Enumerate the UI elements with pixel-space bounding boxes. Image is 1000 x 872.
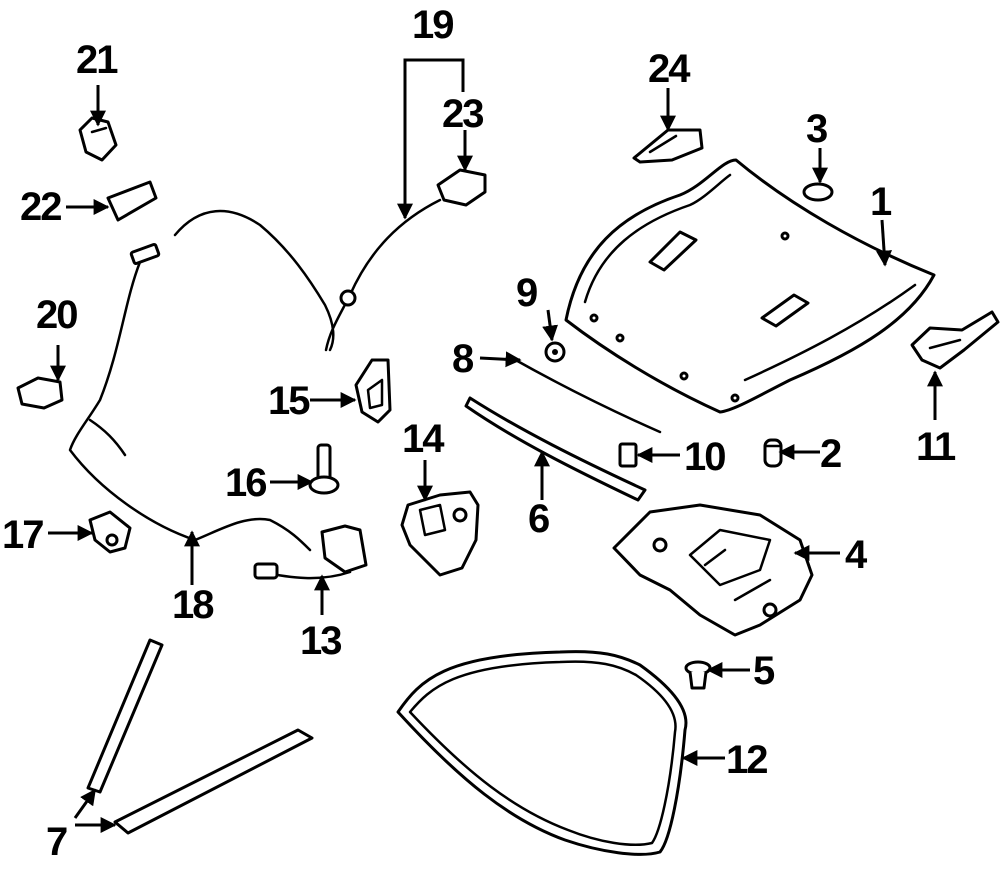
callout-1: 1 (870, 180, 892, 224)
bumper-2-part (763, 438, 783, 468)
callout-6: 6 (528, 497, 549, 541)
striker-part (354, 358, 392, 424)
callout-2: 2 (820, 432, 841, 476)
leader-lines (48, 58, 943, 833)
strip-8-part (510, 356, 662, 434)
callout-5: 5 (753, 649, 775, 693)
insulator-pad-part (612, 503, 814, 637)
plug-part (802, 182, 834, 202)
callout-labels: 1 2 3 4 5 6 7 8 9 10 11 12 13 14 15 16 1… (2, 3, 958, 864)
callout-24: 24 (648, 47, 691, 91)
callout-8: 8 (452, 337, 474, 381)
callout-13: 13 (300, 619, 341, 663)
callout-15: 15 (268, 379, 310, 423)
callout-19: 19 (412, 3, 453, 47)
bolt-part (308, 443, 340, 495)
clip-17-part (88, 510, 132, 554)
hood-part (564, 158, 936, 414)
clip-20-part (16, 376, 64, 410)
callout-22: 22 (20, 185, 61, 229)
callout-10: 10 (684, 435, 725, 479)
callout-3: 3 (806, 107, 827, 151)
callout-23: 23 (442, 92, 483, 136)
clip-10-part (618, 442, 638, 468)
release-handle-part (253, 524, 368, 580)
grommet-part (544, 341, 566, 363)
callout-20: 20 (36, 293, 77, 337)
bracket-24-part (632, 128, 704, 164)
callout-21: 21 (76, 38, 118, 82)
callout-9: 9 (516, 271, 537, 315)
bracket-11-part (910, 310, 1000, 370)
release-cable-part (68, 209, 335, 552)
bracket-22-part (106, 180, 158, 222)
callout-12: 12 (726, 738, 767, 782)
bumper-5-part (684, 660, 712, 690)
callout-4: 4 (845, 533, 868, 577)
callout-16: 16 (225, 461, 266, 505)
latch-part (400, 490, 480, 577)
callout-7: 7 (46, 820, 67, 864)
callout-14: 14 (402, 417, 445, 461)
seal-strips-7-part (86, 638, 314, 835)
hood-seal-12-part (396, 650, 688, 856)
callout-17: 17 (2, 513, 43, 557)
callout-18: 18 (172, 583, 214, 627)
seal-6-part (464, 396, 647, 502)
callout-11: 11 (916, 425, 956, 469)
